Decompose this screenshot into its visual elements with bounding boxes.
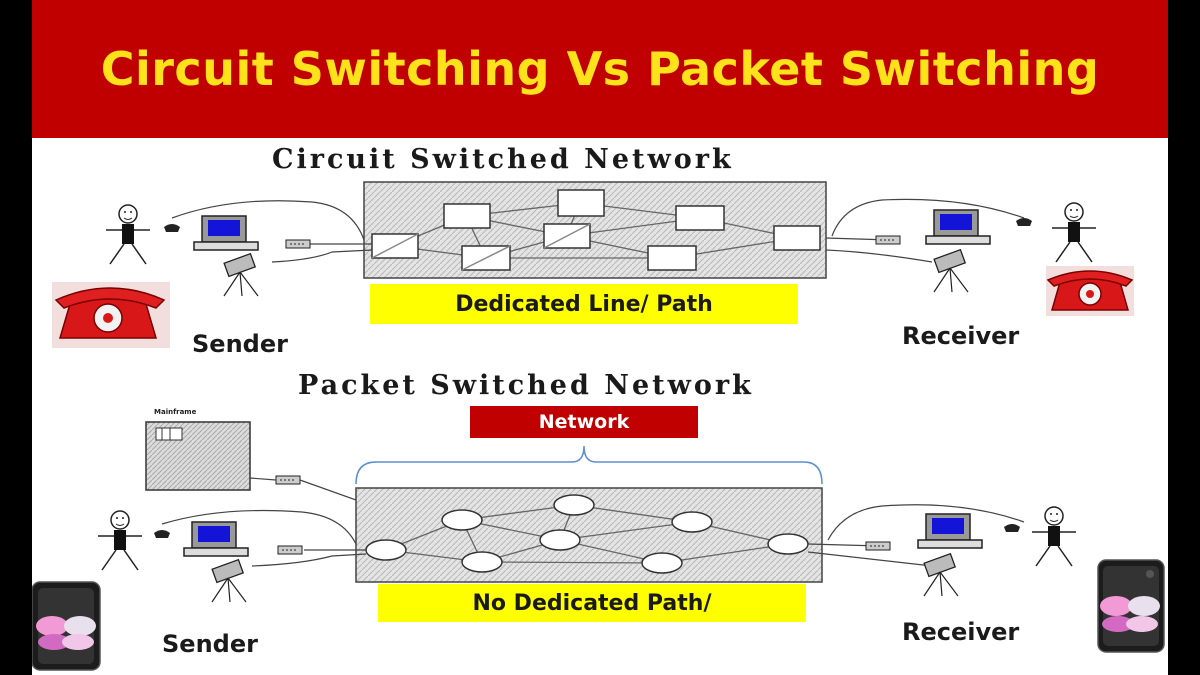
- router-node-icon: [671, 511, 713, 533]
- computer-icon: [917, 513, 983, 549]
- circuit-switches: [371, 189, 821, 271]
- router-node-icon: [553, 494, 595, 516]
- smartphone-icon: [32, 581, 101, 671]
- computer-icon: [183, 521, 249, 557]
- switch-icon: [371, 233, 419, 259]
- circuit-sender-wires: [171, 200, 373, 263]
- page-title: Circuit Switching Vs Packet Switching: [100, 42, 1100, 96]
- network-brace: [355, 445, 823, 485]
- camera-icon: [211, 559, 247, 603]
- circuit-network-heading: Circuit Switched Network: [272, 144, 734, 175]
- packet-receiver-wires: [807, 504, 1025, 567]
- computer-icon: [925, 209, 991, 245]
- mainframe-label: Mainframe: [154, 408, 197, 416]
- modem-icon: [285, 239, 311, 249]
- router-node-icon: [365, 539, 407, 561]
- packet-sender-label: Sender: [162, 630, 258, 658]
- packet-network-heading: Packet Switched Network: [298, 370, 754, 401]
- switch-icon: [647, 245, 697, 271]
- switch-icon: [443, 203, 491, 229]
- camera-icon: [933, 249, 969, 293]
- red-telephone-icon: [52, 282, 170, 348]
- canvas: Circuit Switching Vs Packet Switching: [32, 0, 1168, 675]
- switch-icon: [557, 189, 605, 217]
- modem-icon: [875, 235, 901, 245]
- modem-icon: [865, 541, 891, 551]
- stick-figure-icon: [105, 204, 151, 265]
- circuit-receiver-wires: [825, 198, 1025, 263]
- dedicated-path-label: Dedicated Line/ Path: [370, 284, 798, 324]
- modem-icon: [277, 545, 303, 555]
- circuit-receiver-label: Receiver: [902, 322, 1020, 350]
- router-node-icon: [767, 533, 809, 555]
- no-dedicated-path-label: No Dedicated Path/: [378, 584, 806, 622]
- packet-routers: [365, 494, 809, 574]
- switch-icon: [675, 205, 725, 231]
- stick-figure-icon: [1031, 506, 1077, 567]
- handset-icon: [1016, 218, 1032, 226]
- stick-figure-icon: [1051, 202, 1097, 263]
- handset-icon: [1004, 524, 1020, 532]
- smartphone-icon: [1097, 559, 1165, 653]
- router-node-icon: [461, 551, 503, 573]
- packet-sender-wires: [161, 509, 367, 567]
- packet-receiver-label: Receiver: [902, 618, 1020, 646]
- router-node-icon: [441, 509, 483, 531]
- handset-icon: [154, 530, 170, 538]
- network-diagram: Mainframe: [32, 181, 1165, 671]
- router-node-icon: [641, 552, 683, 574]
- modem-icon: [275, 475, 301, 485]
- switch-icon: [543, 223, 591, 249]
- switch-icon: [461, 245, 511, 271]
- router-node-icon: [539, 529, 581, 551]
- handset-icon: [164, 224, 180, 232]
- red-telephone-icon: [1046, 266, 1134, 316]
- computer-icon: [193, 215, 259, 251]
- camera-icon: [923, 553, 959, 597]
- title-banner: Circuit Switching Vs Packet Switching: [32, 0, 1168, 138]
- circuit-sender-label: Sender: [192, 330, 288, 358]
- network-label: Network: [470, 406, 698, 438]
- stick-figure-icon: [97, 510, 143, 571]
- mainframe-icon: Mainframe: [145, 408, 251, 491]
- switch-icon: [773, 225, 821, 251]
- camera-icon: [223, 253, 259, 297]
